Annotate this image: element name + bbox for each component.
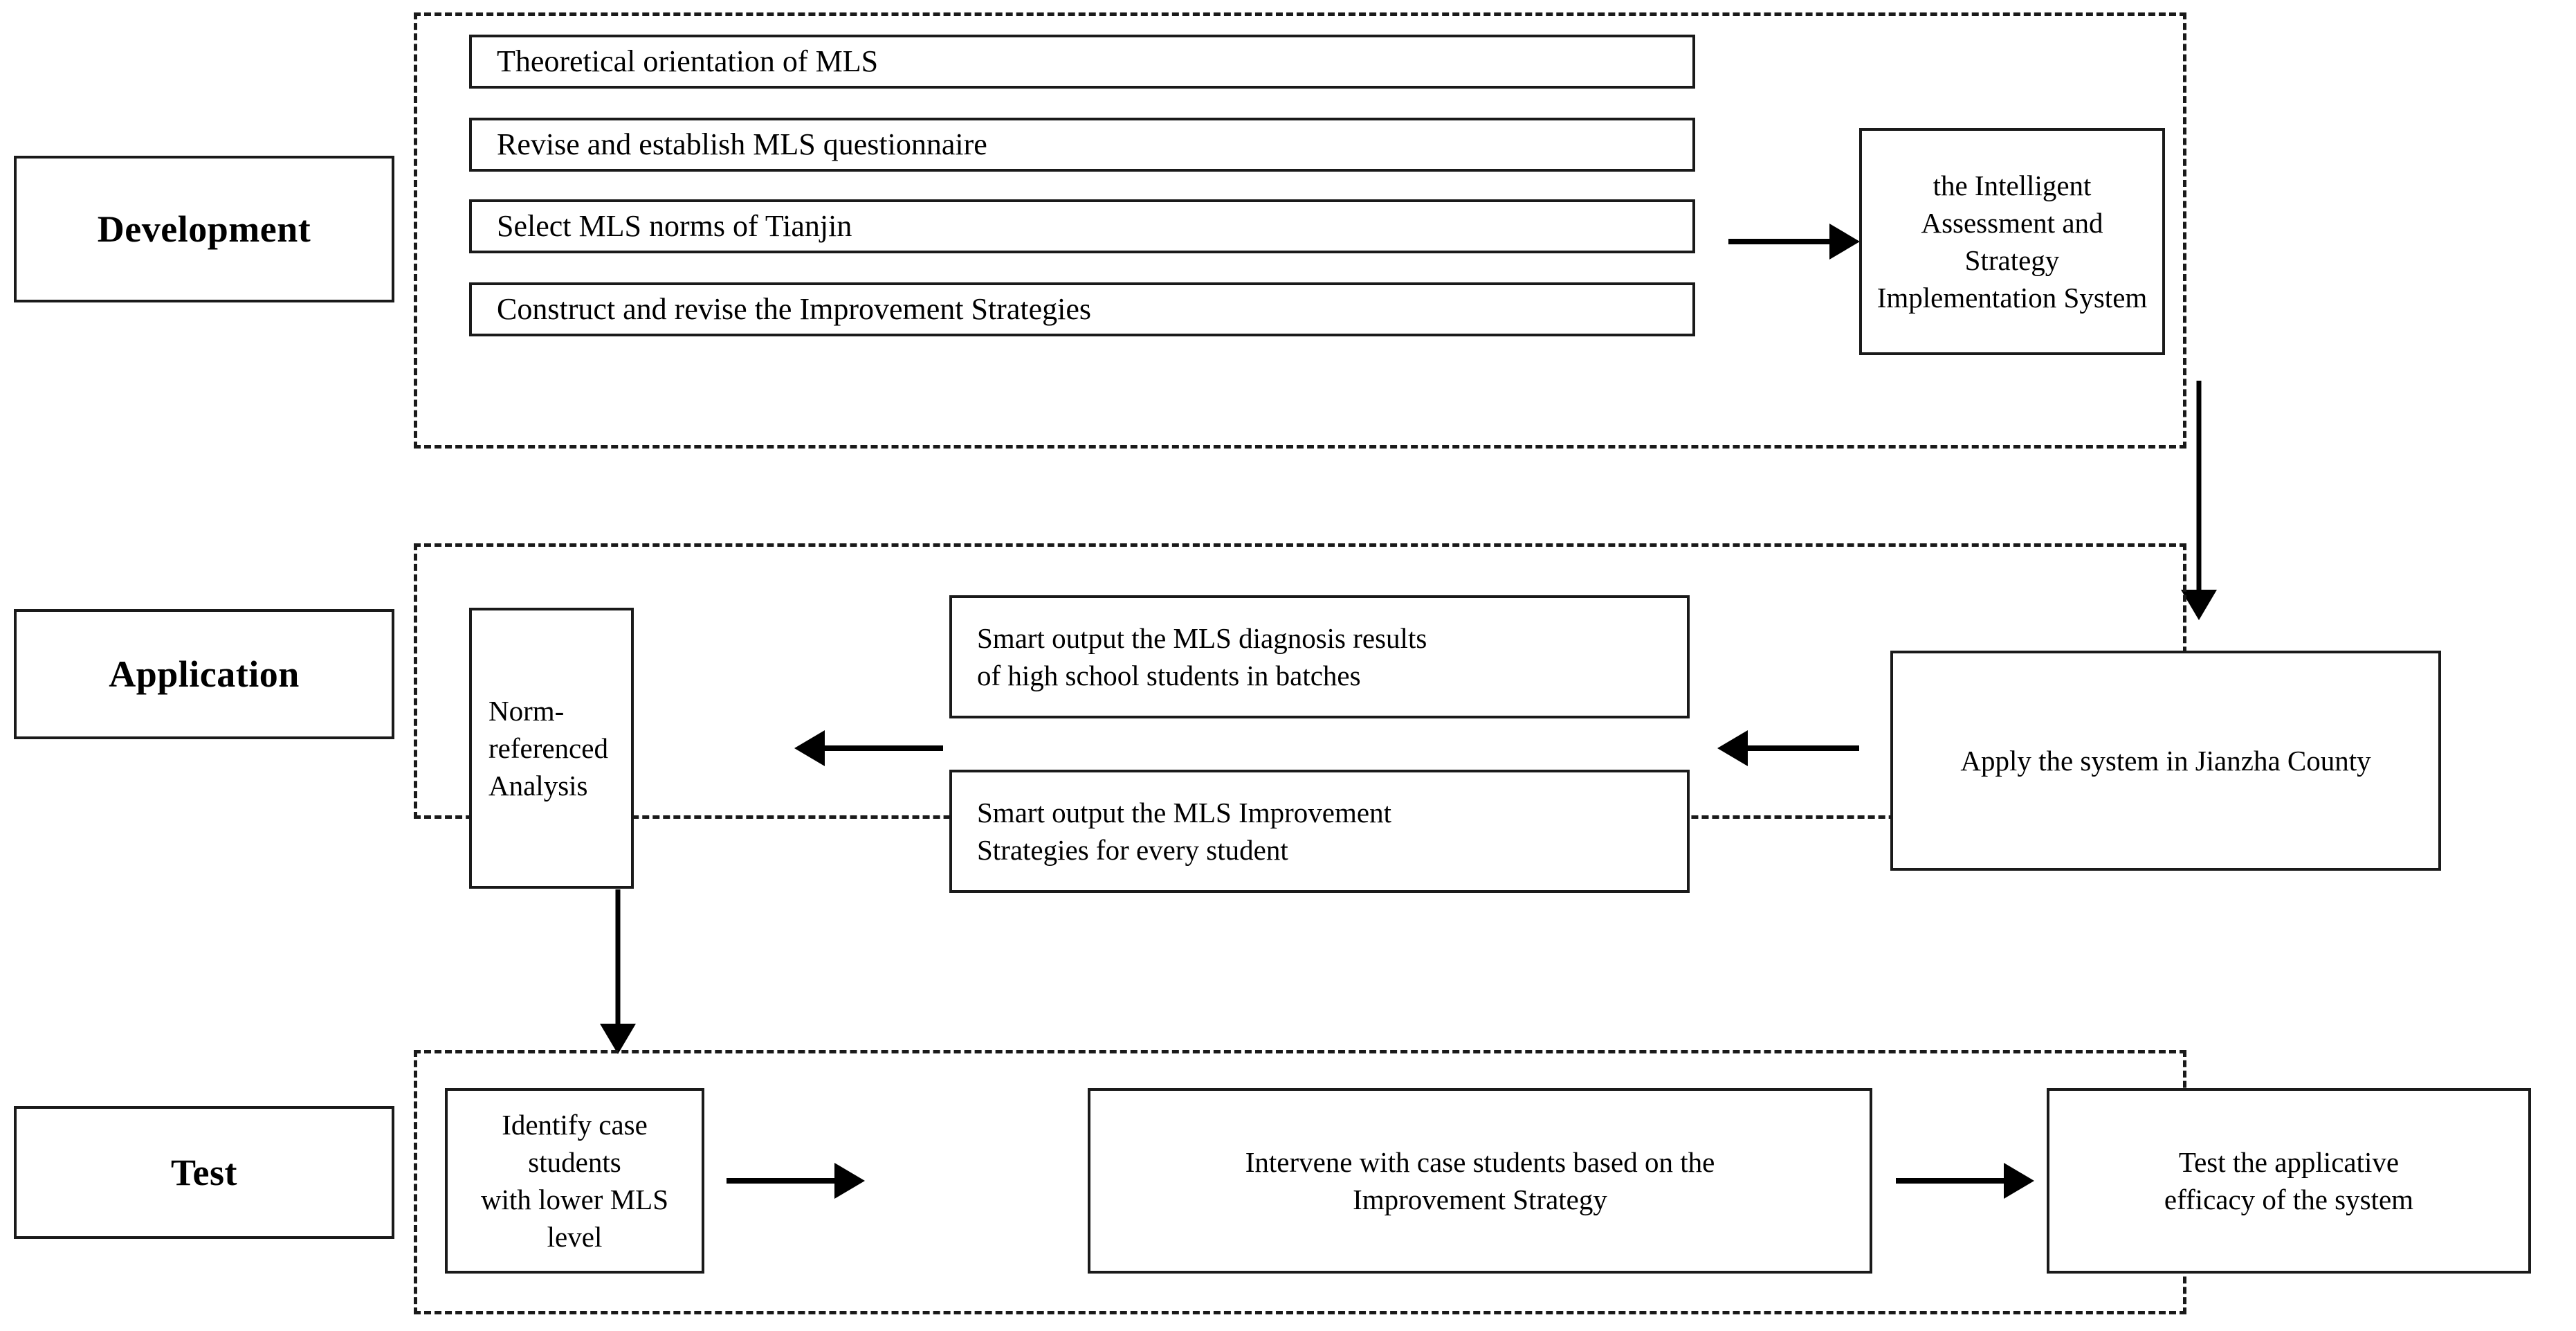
node-assessment-system-line2: Strategy Implementation System xyxy=(1876,244,2148,314)
node-identify-case-students-line2: with lower MLS level xyxy=(480,1184,669,1253)
node-improvement-strategies-output[interactable]: Smart output the MLS Improvement Strateg… xyxy=(949,770,1690,893)
arrow-shaft xyxy=(727,1178,837,1184)
node-identify-case-students-line1: Identify case students xyxy=(502,1108,648,1178)
node-select-norms[interactable]: Select MLS norms of Tianjin xyxy=(469,199,1695,253)
node-improvement-strategies-output-line1: Smart output the MLS Improvement xyxy=(977,796,1391,829)
arrow-shaft xyxy=(1745,745,1859,751)
stage-label-development-text: Development xyxy=(97,208,311,250)
stage-label-development: Development xyxy=(14,156,394,302)
arrow-head-right-icon xyxy=(2004,1163,2034,1199)
node-identify-case-students[interactable]: Identify case students with lower MLS le… xyxy=(445,1088,704,1274)
node-intervene-case-students-line2: Improvement Strategy xyxy=(1353,1184,1607,1215)
node-test-efficacy-line1: Test the applicative xyxy=(2178,1146,2400,1178)
stage-label-application: Application xyxy=(14,609,394,739)
arrow-shaft xyxy=(1896,1178,2007,1184)
node-theoretical-orientation[interactable]: Theoretical orientation of MLS xyxy=(469,35,1695,89)
node-select-norms-text: Select MLS norms of Tianjin xyxy=(497,208,852,243)
stage-frame-development xyxy=(414,12,2186,449)
node-identify-case-students-text: Identify case students with lower MLS le… xyxy=(448,1106,702,1256)
arrow-head-right-icon xyxy=(834,1163,865,1199)
arrow-head-right-icon xyxy=(1829,224,1860,260)
node-test-efficacy-text: Test the applicative efficacy of the sys… xyxy=(2049,1143,2528,1218)
node-norm-referenced-analysis-line1: Norm-referenced xyxy=(488,694,608,764)
node-diagnosis-results-line2: of high school students in batches xyxy=(977,660,1361,691)
node-norm-referenced-analysis-text: Norm-referenced Analysis xyxy=(472,692,631,804)
node-improvement-strategies-output-line2: Strategies for every student xyxy=(977,834,1288,866)
node-test-efficacy-line2: efficacy of the system xyxy=(2164,1184,2414,1215)
node-norm-referenced-analysis-line2: Analysis xyxy=(488,770,588,802)
node-intervene-case-students[interactable]: Intervene with case students based on th… xyxy=(1088,1088,1872,1274)
node-apply-jianzha-text: Apply the system in Jianzha County xyxy=(1960,744,2371,777)
stage-label-application-text: Application xyxy=(109,653,300,695)
arrow-head-down-icon xyxy=(600,1024,636,1054)
node-construct-strategies[interactable]: Construct and revise the Improvement Str… xyxy=(469,282,1695,336)
node-assessment-system-text: the Intelligent Assessment and Strategy … xyxy=(1862,167,2162,316)
node-diagnosis-results-line1: Smart output the MLS diagnosis results xyxy=(977,622,1427,654)
arrow-head-left-icon xyxy=(794,730,825,766)
arrow-shaft xyxy=(1728,239,1832,244)
node-norm-referenced-analysis[interactable]: Norm-referenced Analysis xyxy=(469,608,634,889)
node-apply-jianzha[interactable]: Apply the system in Jianzha County xyxy=(1890,651,2441,871)
node-construct-strategies-text: Construct and revise the Improvement Str… xyxy=(497,291,1091,326)
node-revise-questionnaire-text: Revise and establish MLS questionnaire xyxy=(497,127,987,161)
node-theoretical-orientation-text: Theoretical orientation of MLS xyxy=(497,44,879,78)
arrow-head-down-icon xyxy=(2181,590,2217,620)
node-diagnosis-results-text: Smart output the MLS diagnosis results o… xyxy=(952,619,1687,694)
arrow-shaft xyxy=(822,745,943,751)
node-test-efficacy[interactable]: Test the applicative efficacy of the sys… xyxy=(2047,1088,2531,1274)
arrow-head-left-icon xyxy=(1717,730,1748,766)
node-assessment-system-line1: the Intelligent Assessment and xyxy=(1921,169,2103,239)
node-intervene-case-students-text: Intervene with case students based on th… xyxy=(1090,1143,1870,1218)
node-revise-questionnaire[interactable]: Revise and establish MLS questionnaire xyxy=(469,118,1695,172)
arrow-shaft xyxy=(2196,381,2202,592)
stage-label-test-text: Test xyxy=(170,1152,238,1193)
node-diagnosis-results[interactable]: Smart output the MLS diagnosis results o… xyxy=(949,595,1690,718)
stage-label-test: Test xyxy=(14,1106,394,1239)
node-assessment-system[interactable]: the Intelligent Assessment and Strategy … xyxy=(1859,128,2165,355)
node-improvement-strategies-output-text: Smart output the MLS Improvement Strateg… xyxy=(952,794,1687,869)
node-intervene-case-students-line1: Intervene with case students based on th… xyxy=(1245,1146,1715,1178)
arrow-shaft xyxy=(615,889,621,1026)
